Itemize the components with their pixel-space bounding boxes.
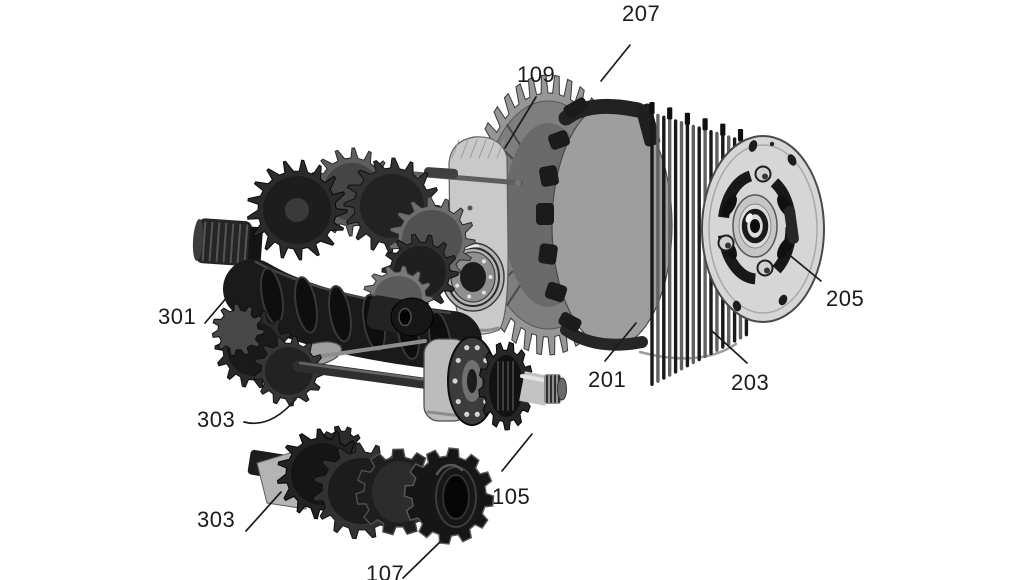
leader-205 [786, 252, 822, 282]
clutch-basket [536, 97, 738, 360]
leader-107 [402, 540, 442, 579]
part-label-203: 203 [731, 370, 770, 395]
part-label-107: 107 [366, 561, 405, 580]
part-label-105: 105 [492, 484, 531, 509]
leader-lines [204, 44, 822, 579]
leader-109 [504, 96, 537, 149]
part-label-303-lower: 303 [197, 507, 236, 532]
clutch-pressure-plate [701, 135, 825, 323]
output-shaft [423, 336, 567, 431]
leader-201 [604, 322, 637, 362]
part-label-201: 201 [588, 367, 627, 392]
upper-gear-shaft [192, 147, 482, 407]
part-label-109: 109 [517, 62, 556, 87]
leader-303-upper [243, 398, 297, 425]
part-label-301: 301 [158, 304, 197, 329]
leader-207 [600, 44, 631, 82]
part-label-207: 207 [622, 1, 661, 26]
leader-105 [501, 433, 533, 472]
leader-303-lower [245, 491, 282, 532]
lower-gear-shaft [247, 425, 495, 545]
leader-203 [711, 330, 748, 364]
part-label-205: 205 [826, 286, 865, 311]
leader-301 [204, 281, 241, 324]
input-spline-stub [192, 218, 263, 267]
part-label-303-upper: 303 [197, 407, 236, 432]
